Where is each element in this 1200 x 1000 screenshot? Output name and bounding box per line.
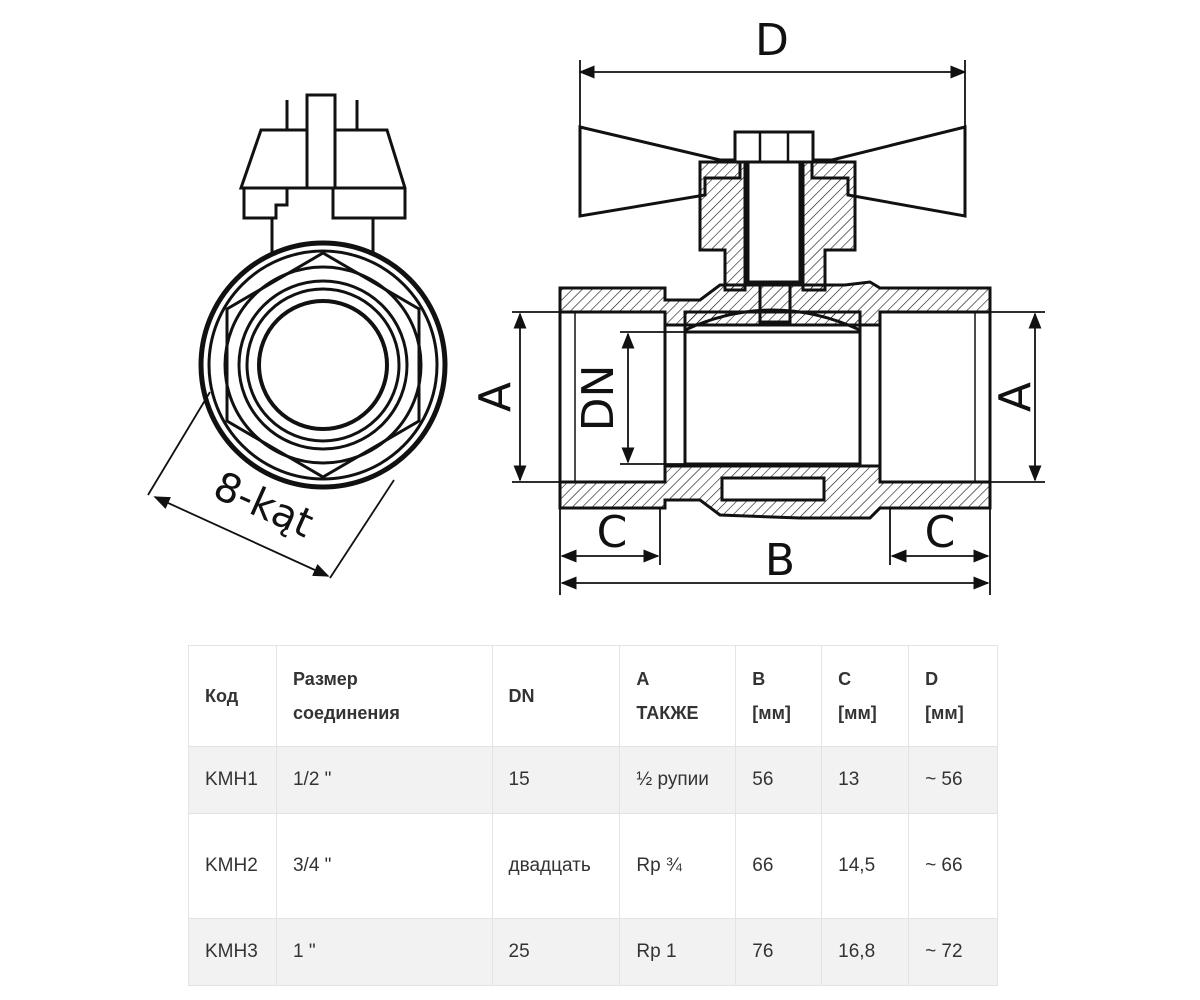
dim-b-label: B xyxy=(765,535,795,586)
header-c: C[мм] xyxy=(821,645,910,747)
front-ring-2 xyxy=(207,249,439,481)
table-row: KMH3 1 " 25 Rp 1 76 16,8 ~ 72 xyxy=(188,918,998,986)
cell-a: Rp ¾ xyxy=(619,813,737,919)
bonnet-right xyxy=(801,160,857,292)
bore xyxy=(683,330,862,466)
dim-a-left-label: A xyxy=(470,382,521,412)
cell-d: ~ 72 xyxy=(908,918,998,986)
cell-dn: двадцать xyxy=(491,813,621,919)
dim-d-label: D xyxy=(755,15,789,66)
table-row: KMH2 3/4 " двадцать Rp ¾ 66 14,5 ~ 66 xyxy=(188,813,998,919)
header-dn: DN xyxy=(491,645,621,747)
dimensions xyxy=(512,60,1045,595)
front-bore xyxy=(257,299,389,431)
cell-connection-size: 1/2 " xyxy=(275,746,493,814)
hex-dimension-line xyxy=(153,496,330,577)
cell-a: ½ рупии xyxy=(619,746,737,814)
stem xyxy=(746,160,802,284)
front-hex-nut xyxy=(225,251,421,479)
hex-extension-1 xyxy=(147,391,211,496)
dim-dn-label: DN xyxy=(573,365,624,432)
dim-c-right-label: C xyxy=(925,507,956,558)
section-view xyxy=(558,125,992,520)
cell-code: KMH1 xyxy=(188,746,277,814)
cell-b: 66 xyxy=(735,813,823,919)
cell-c: 14,5 xyxy=(821,813,910,919)
cell-c: 16,8 xyxy=(821,918,910,986)
table-row: KMH1 1/2 " 15 ½ рупии 56 13 ~ 56 xyxy=(188,746,998,814)
dim-c-left-label: C xyxy=(597,507,628,558)
front-ring-3 xyxy=(223,265,423,465)
front-ring-4 xyxy=(237,279,409,451)
front-handle xyxy=(238,93,407,255)
cell-dn: 15 xyxy=(491,746,621,814)
front-outer-ring xyxy=(198,240,448,490)
cell-d: ~ 56 xyxy=(908,746,998,814)
header-d: D[мм] xyxy=(908,645,998,747)
stem-nut xyxy=(733,130,815,164)
bonnet-left xyxy=(698,160,747,292)
ball-top xyxy=(683,308,862,333)
cell-code: KMH2 xyxy=(188,813,277,919)
header-b: B[мм] xyxy=(735,645,823,747)
header-code: Код xyxy=(188,645,277,747)
cell-d: ~ 66 xyxy=(908,813,998,919)
cell-dn: 25 xyxy=(491,918,621,986)
cell-connection-size: 3/4 " xyxy=(275,813,493,919)
cell-a: Rp 1 xyxy=(619,918,737,986)
bottom-plug xyxy=(720,476,826,502)
cell-code: KMH3 xyxy=(188,918,277,986)
front-view xyxy=(147,93,448,579)
cell-b: 56 xyxy=(735,746,823,814)
front-ring-5 xyxy=(245,287,401,443)
dim-a-right-label: A xyxy=(990,382,1041,412)
cell-b: 76 xyxy=(735,918,823,986)
cell-c: 13 xyxy=(821,746,910,814)
body-top xyxy=(558,280,992,327)
valve-technical-drawing: 8-kąt xyxy=(147,15,1045,595)
cell-connection-size: 1 " xyxy=(275,918,493,986)
hex-extension-2 xyxy=(329,479,395,579)
